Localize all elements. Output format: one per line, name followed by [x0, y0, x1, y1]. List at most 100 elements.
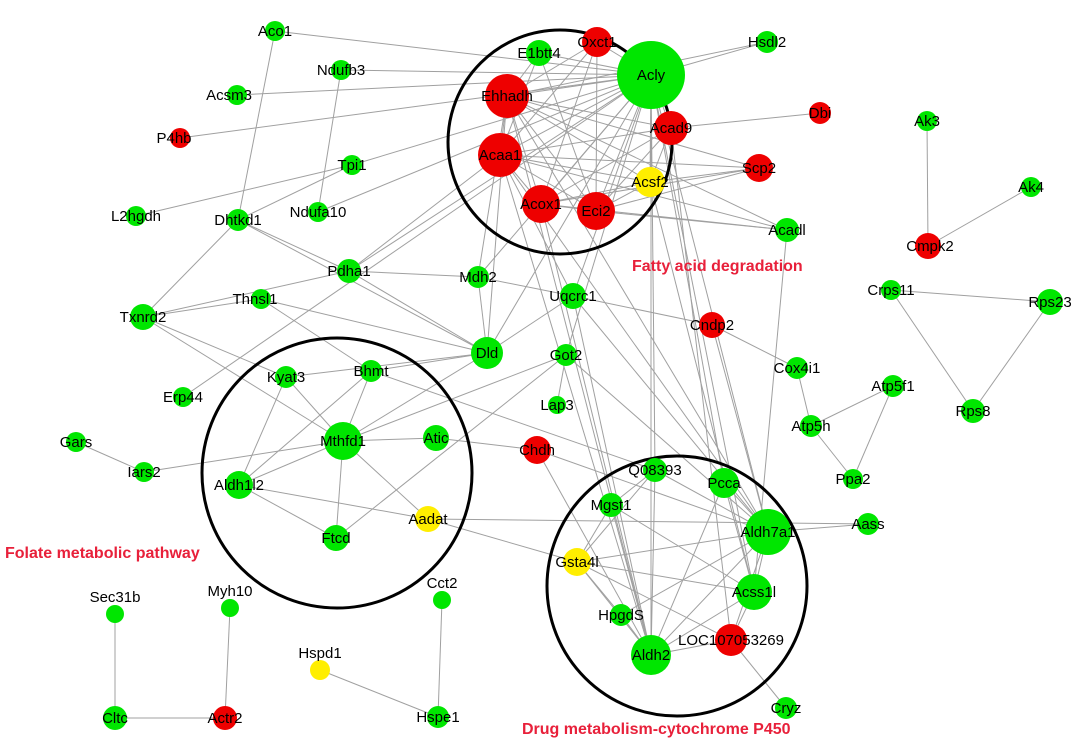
node-circle-cltc — [103, 706, 127, 730]
edge-aco1-dhtkd1 — [237, 30, 276, 221]
node-circle-cmpk2 — [915, 233, 941, 259]
node-circle-dld — [471, 337, 503, 369]
node-label-q08393: Q08393 — [628, 462, 681, 479]
node-l2hgdh: L2hgdh — [111, 206, 161, 226]
node-label-p4hb: P4hb — [156, 130, 191, 147]
node-pcca: Pcca — [707, 468, 741, 498]
edge-acaa1-scp2 — [499, 154, 760, 169]
node-circle-myh10 — [221, 599, 239, 617]
node-label-iars2: Iars2 — [127, 464, 160, 481]
edge-aldh7a1-aldh2 — [650, 531, 769, 656]
node-circle-kyat3 — [275, 366, 297, 388]
node-chdh: Chdh — [519, 436, 555, 464]
node-oxct1: Oxct1 — [577, 27, 617, 57]
node-label-acss1l: Acss1l — [732, 584, 776, 601]
node-sec31b: Sec31b — [90, 589, 140, 623]
edge-mgst1-acss1l — [610, 504, 755, 593]
node-aadat: Aadat — [408, 506, 448, 532]
node-circle-acly — [617, 41, 685, 109]
node-circle-ak3 — [917, 111, 937, 131]
node-circle-scp2 — [745, 154, 773, 182]
edge-layer — [75, 30, 1051, 719]
node-label-aass: Aass — [851, 516, 884, 533]
edge-ehhadh-acad9 — [506, 95, 672, 129]
node-circle-iars2 — [134, 462, 154, 482]
node-label-pdha1: Pdha1 — [327, 263, 370, 280]
edge-oxct1-eci2 — [595, 41, 598, 212]
node-label-atp5h: Atp5h — [791, 418, 830, 435]
edge-aldh1l2-ftcd — [238, 484, 337, 539]
edge-eci2-acadl — [595, 210, 788, 231]
node-gars: Gars — [60, 432, 93, 452]
node-thnsl1: Thnsl1 — [232, 289, 278, 309]
edge-aldh1l2-aadat — [238, 484, 429, 520]
edge-dhtkd1-pdha1 — [237, 219, 350, 272]
node-label-cmpk2: Cmpk2 — [906, 238, 954, 255]
node-circle-aadat — [415, 506, 441, 532]
edge-uqcrc1-aldh2 — [572, 295, 652, 656]
node-circle-ppa2 — [843, 469, 863, 489]
node-label-aco1: Aco1 — [258, 23, 292, 40]
node-cryz: Cryz — [771, 697, 801, 719]
node-label-ak3: Ak3 — [914, 113, 940, 130]
node-label-cndp2: Cndp2 — [690, 317, 734, 334]
node-circle-cndp2 — [699, 312, 725, 338]
node-label-hpgds: HpgdS — [598, 607, 644, 624]
node-circle-rps8 — [961, 399, 985, 423]
edge-crps11-rps23 — [890, 289, 1051, 303]
node-circle-ndufb3 — [331, 60, 351, 80]
node-circle-hspe1 — [427, 706, 449, 728]
node-label-acad9: Acad9 — [650, 120, 693, 137]
edge-q08393-aldh2 — [650, 469, 656, 656]
node-uqcrc1: Uqcrc1 — [549, 283, 597, 309]
node-label-aldh7a1: Aldh7a1 — [740, 524, 795, 541]
node-label-ehhadh: Ehhadh — [481, 88, 533, 105]
node-circle-q08393 — [643, 458, 667, 482]
node-cltc: Cltc — [102, 706, 128, 730]
node-circle-got2 — [555, 344, 577, 366]
edge-aldh7a1-hpgds — [620, 531, 769, 616]
node-circle-thnsl1 — [251, 289, 271, 309]
node-label-gars: Gars — [60, 434, 93, 451]
node-aco1: Aco1 — [258, 21, 292, 41]
node-circle-p4hb — [170, 128, 190, 148]
node-dhtkd1: Dhtkd1 — [214, 209, 262, 231]
edge-uqcrc1-acaa1 — [499, 154, 574, 297]
edge-acaa1-acsf2 — [499, 154, 651, 183]
node-dld: Dld — [471, 337, 503, 369]
node-label-dld: Dld — [476, 345, 499, 362]
edge-atic-chdh — [435, 437, 538, 451]
node-acsm3: Acsm3 — [206, 85, 252, 105]
edge-bhmt-q08393 — [370, 370, 656, 471]
edge-pdha1-dld — [348, 270, 488, 354]
node-iars2: Iars2 — [127, 462, 161, 482]
edge-ehhadh-scp2 — [506, 95, 760, 169]
node-eci2: Eci2 — [577, 192, 615, 230]
node-circle-actr2 — [213, 706, 237, 730]
edge-gars-iars2 — [75, 441, 145, 473]
edge-q08393-acly — [650, 74, 656, 471]
node-ak4: Ak4 — [1018, 177, 1044, 197]
node-label-mthfd1: Mthfd1 — [320, 433, 366, 450]
node-acly: Acly — [617, 41, 685, 109]
node-label-hsdl2: Hsdl2 — [748, 34, 786, 51]
edge-hspd1-hspe1 — [319, 669, 439, 718]
cluster-label-folate: Folate metabolic pathway — [5, 545, 200, 562]
node-label-loc107053269: LOC107053269 — [678, 632, 784, 649]
edge-mdh2-uqcrc1 — [477, 276, 574, 297]
node-label-oxct1: Oxct1 — [577, 34, 616, 51]
node-circle-l2hgdh — [126, 206, 146, 226]
node-label-thnsl1: Thnsl1 — [232, 291, 277, 308]
node-circle-uqcrc1 — [560, 283, 586, 309]
node-label-ftcd: Ftcd — [321, 530, 350, 547]
edge-atp5f1-ppa2 — [852, 385, 894, 480]
node-mthfd1: Mthfd1 — [320, 422, 366, 460]
node-circle-aass — [857, 513, 879, 535]
cluster-ring-drug — [545, 454, 809, 718]
node-circle-mdh2 — [467, 266, 489, 288]
node-label-acsm3: Acsm3 — [206, 87, 252, 104]
edge-tpi1-acly — [351, 74, 652, 166]
edge-pcca-aldh2 — [650, 482, 725, 656]
edge-chdh-aldh2 — [536, 449, 652, 656]
